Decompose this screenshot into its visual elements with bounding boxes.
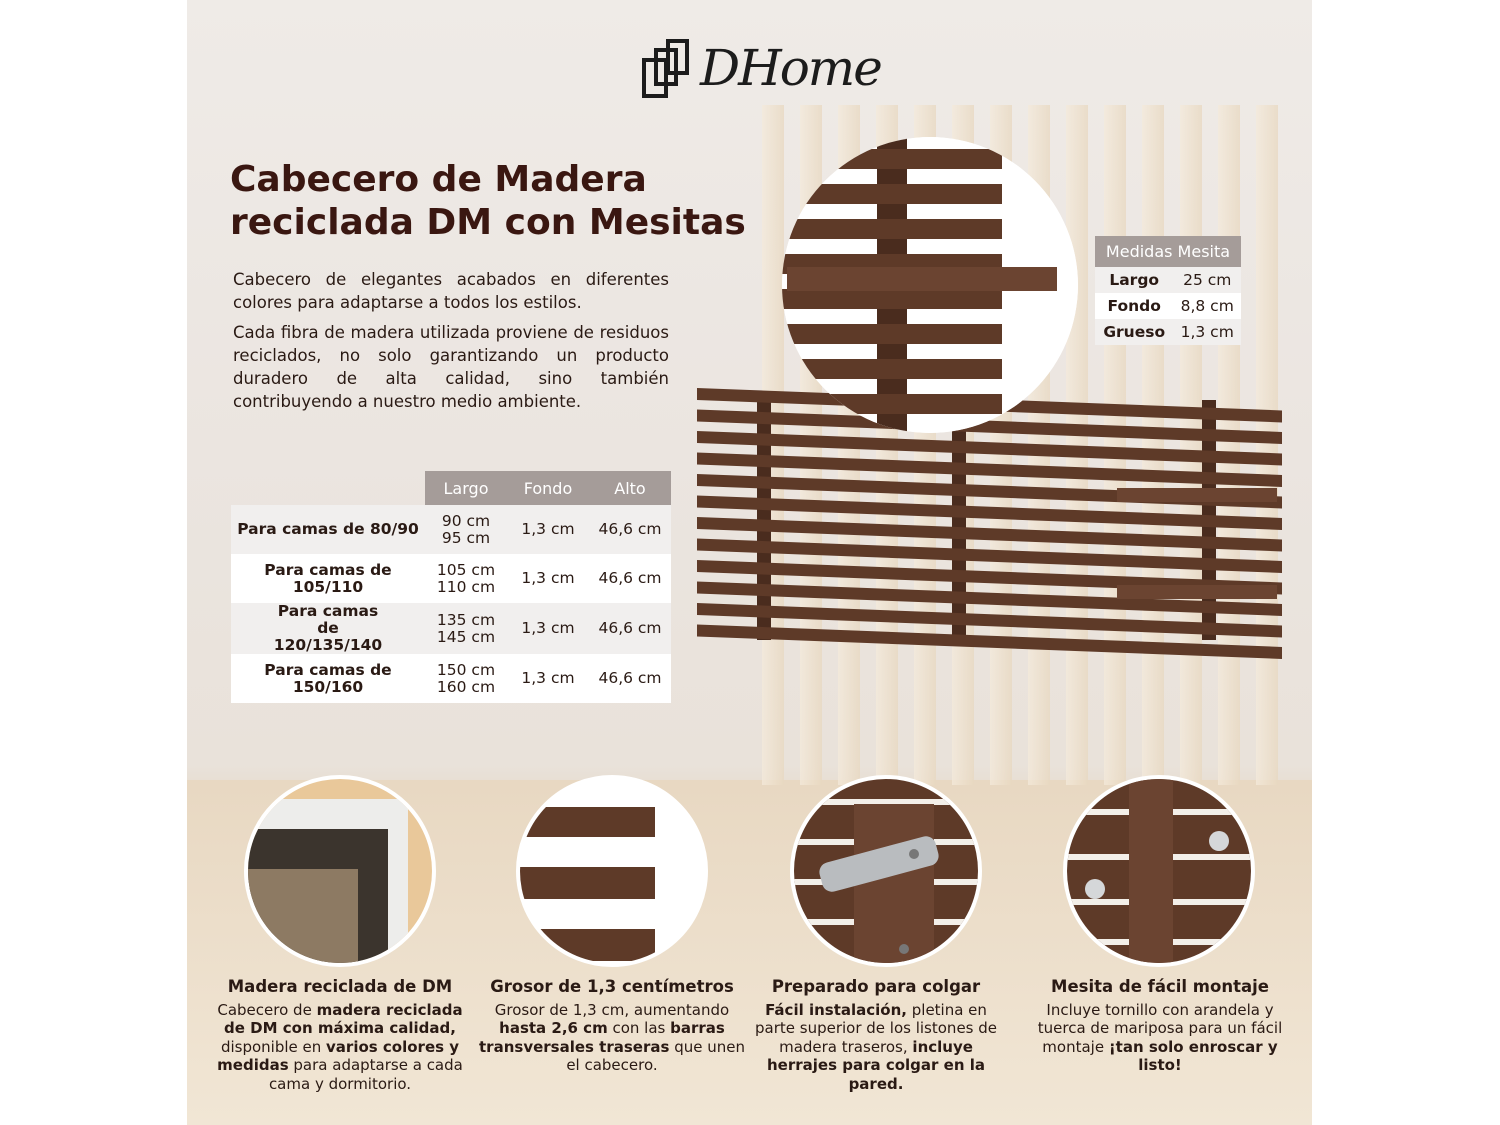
feature-body: Grosor de 1,3 cm, aumentando hasta 2,6 c… [477, 1001, 747, 1075]
feature-text-segment: Cabecero de [217, 1000, 317, 1019]
circle-slat [782, 324, 1002, 344]
header-alto: Alto [589, 471, 671, 505]
feature-recycled-wood: Madera reciclada de DM Cabecero de madera… [205, 977, 475, 1094]
thickness-circle [516, 775, 708, 967]
title-line: reciclada DM con Mesitas [230, 202, 746, 243]
row-label: Para camas de 80/90 [231, 505, 425, 554]
side-table-shelf [1117, 585, 1277, 599]
headboard-slat [697, 495, 1282, 530]
title-line: Cabecero de Madera [230, 159, 647, 200]
brand-logo: DHome [642, 38, 883, 98]
description-paragraph: Cada fibra de madera utilizada proviene … [233, 323, 669, 411]
feature-text-segment: Incluye tornillo con arandela y tuerca d… [1037, 1000, 1283, 1056]
headboard-slat [697, 431, 1282, 466]
mesita-key: Fondo [1095, 293, 1174, 319]
feature-text-segment: hasta 2,6 cm [499, 1019, 608, 1037]
feature-text-segment: Grosor de 1,3 cm, aumentando [494, 1000, 730, 1019]
hanging-bracket-circle [790, 775, 982, 967]
alto-cell: 46,6 cm [589, 654, 671, 703]
feature-text-segment: con las [607, 1019, 671, 1037]
feature-title: Mesita de fácil montaje [1051, 977, 1269, 996]
logo-text: DHome [700, 39, 883, 97]
alto-cell: 46,6 cm [589, 505, 671, 554]
headboard-slat [697, 409, 1282, 444]
easy-assembly-circle [1063, 775, 1255, 967]
feature-body: Cabecero de madera reciclada de DM con m… [205, 1001, 475, 1094]
header-largo: Largo [425, 471, 507, 505]
feature-text-segment: varios colores y medidas [217, 1037, 460, 1075]
header-fondo: Fondo [507, 471, 589, 505]
mesita-value: 8,8 cm [1173, 293, 1241, 319]
feature-text-segment: disponible en [220, 1037, 327, 1056]
vertical-support [952, 400, 966, 640]
circle-slat [782, 359, 1002, 379]
feature-text-segment: barras transversales traseras [479, 1019, 725, 1056]
logo-squares-icon [642, 39, 689, 98]
mesita-value: 25 cm [1173, 267, 1241, 293]
feature-title: Grosor de 1,3 centímetros [490, 977, 734, 996]
headboard-image [697, 388, 1282, 659]
feature-text-segment: pletina en parte superior de los listone… [755, 1000, 997, 1056]
headboard-slat [697, 452, 1282, 487]
alto-cell: 46,6 cm [589, 554, 671, 603]
fondo-cell: 1,3 cm [507, 505, 589, 554]
feature-text-segment: madera reciclada de DM con máxima calida… [224, 1000, 463, 1038]
headboard-slat [697, 624, 1282, 659]
headboard-slat [697, 538, 1282, 573]
circle-slat [782, 184, 1002, 204]
headboard-slat [697, 517, 1282, 552]
side-table-shelf [1117, 488, 1277, 502]
circle-shelf [787, 267, 1057, 291]
shelf-detail-circle [782, 137, 1078, 433]
feature-body: Incluye tornillo con arandela y tuerca d… [1025, 1001, 1295, 1075]
page-title: Cabecero de Madera reciclada DM con Mesi… [230, 158, 746, 244]
fondo-cell: 1,3 cm [507, 603, 589, 654]
mesita-header: Medidas Mesita [1095, 236, 1241, 267]
circle-slat [782, 219, 1002, 239]
feature-text-segment: Fácil instalación, [765, 1000, 907, 1019]
row-label: Para camas de 105/110 [231, 554, 425, 603]
feature-text-segment: incluye herrajes para colgar en la pared… [767, 1037, 985, 1093]
feature-body: Fácil instalación, pletina en parte supe… [751, 1001, 1001, 1094]
feature-title: Preparado para colgar [771, 977, 981, 996]
sizes-table: Largo Fondo Alto Para camas de 80/90 90 … [231, 471, 671, 703]
alto-cell: 46,6 cm [589, 603, 671, 654]
fondo-cell: 1,3 cm [507, 654, 589, 703]
description-paragraph: Cabecero de elegantes acabados en difere… [233, 270, 669, 312]
headboard-slat [697, 603, 1282, 638]
circle-slat [782, 289, 1002, 309]
row-label: Para camas de 120/135/140 [231, 603, 425, 654]
product-description: Cabecero de elegantes acabados en difere… [233, 268, 669, 420]
product-infographic: DHome Cabecero de Madera reciclada DM co… [187, 0, 1312, 1125]
fondo-cell: 1,3 cm [507, 554, 589, 603]
feature-title: Madera reciclada de DM [227, 977, 453, 996]
mesita-key: Grueso [1095, 319, 1174, 345]
feature-text-segment: ¡tan solo enroscar y listo! [1108, 1037, 1278, 1075]
mesita-key: Largo [1095, 267, 1174, 293]
mesita-value: 1,3 cm [1173, 319, 1241, 345]
feature-text-segment: que unen el cabecero. [566, 1037, 745, 1075]
blank-header [231, 471, 425, 505]
feature-text-segment: para adaptarse a cada cama y dormitorio. [268, 1056, 463, 1093]
row-label: Para camas de 150/160 [231, 654, 425, 703]
headboard-slat [697, 581, 1282, 616]
wood-texture-circle [244, 775, 436, 967]
